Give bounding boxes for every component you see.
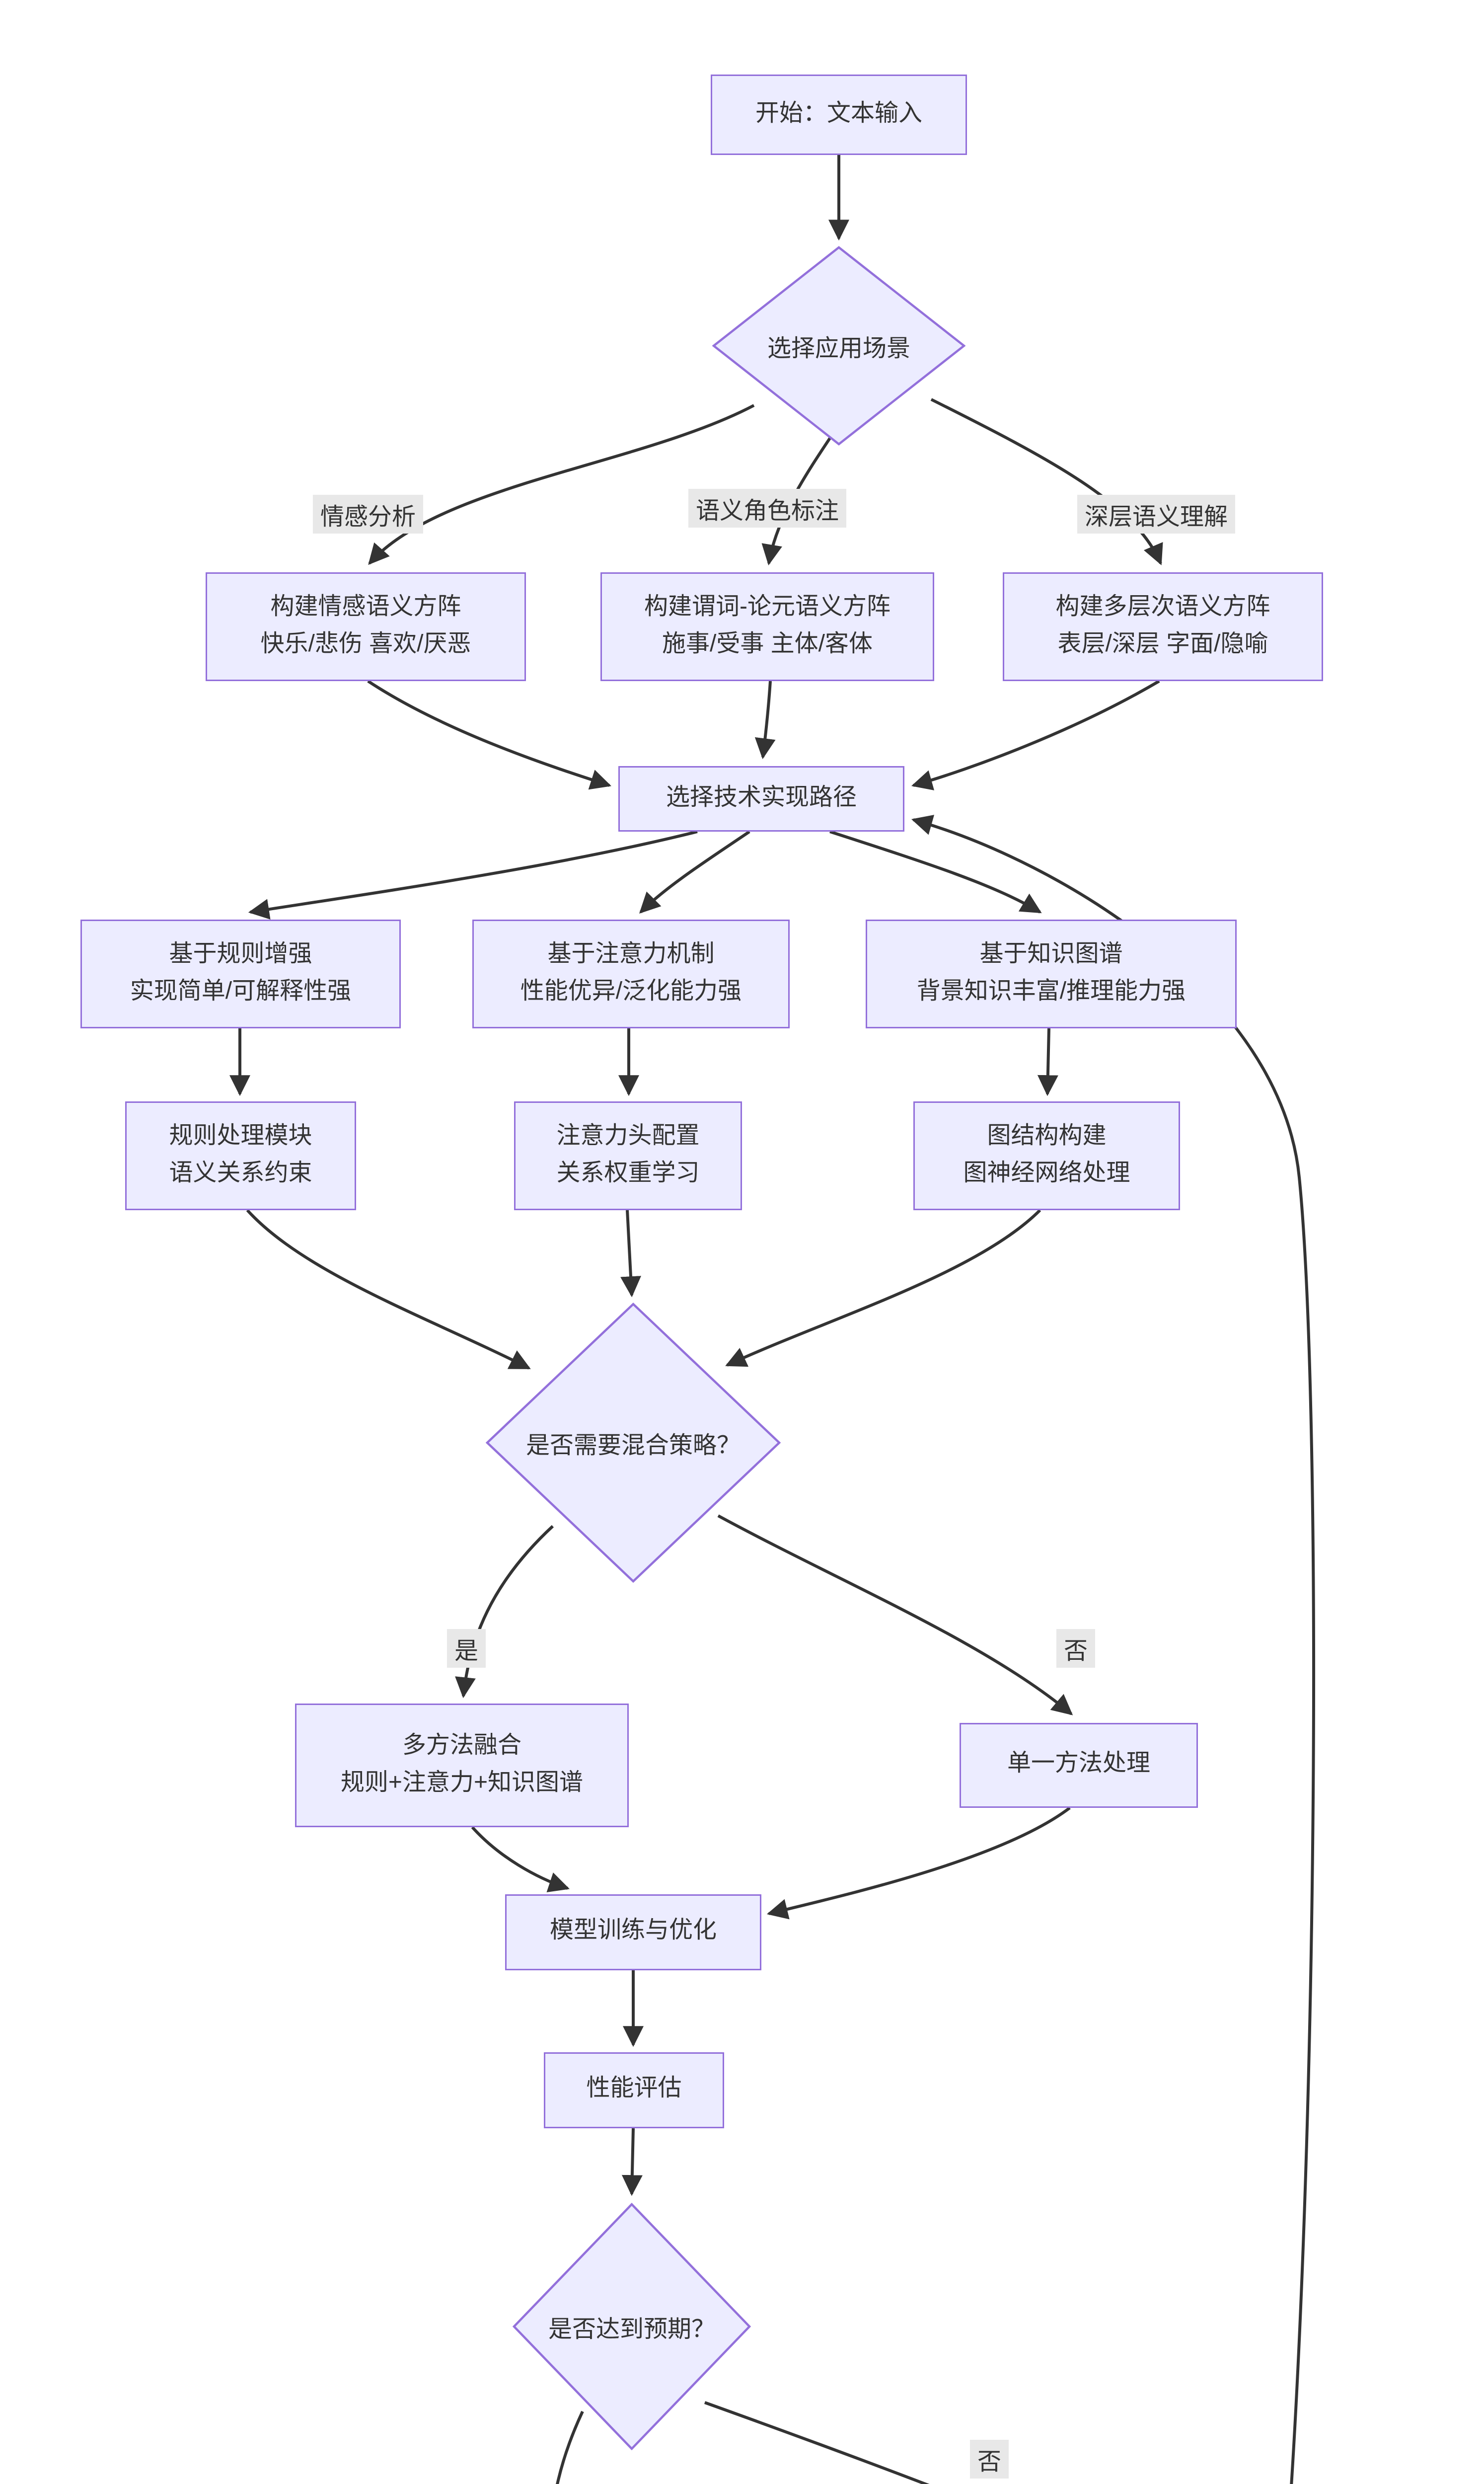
node-rule-module-line1: 规则处理模块: [169, 1123, 312, 1149]
node-choose-path-label: 选择技术实现路径: [666, 784, 857, 810]
node-eval: 性能评估: [544, 2052, 724, 2128]
node-kg-based-line1: 基于知识图谱: [979, 941, 1123, 967]
node-rule-module-line2: 语义关系约束: [169, 1160, 312, 1186]
node-start-label: 开始：文本输入: [755, 100, 922, 126]
node-attention-config-line1: 注意力头配置: [556, 1123, 700, 1149]
diamond-shape: [712, 246, 965, 446]
node-choose-scene-decision: 选择应用场景: [712, 246, 965, 446]
node-emotion-matrix-line1: 构建情感语义方阵: [270, 594, 461, 620]
node-deep-matrix-line1: 构建多层次语义方阵: [1055, 594, 1270, 620]
node-eval-label: 性能评估: [586, 2076, 682, 2102]
node-graph-build-line2: 图神经网络处理: [963, 1160, 1130, 1186]
node-expect-decision: 是否达到预期？: [513, 2203, 751, 2450]
node-rule-module: 规则处理模块 语义关系约束: [125, 1101, 356, 1210]
node-emotion-matrix-line2: 快乐/悲伤 喜欢/厌恶: [260, 631, 471, 657]
diamond-shape: [513, 2203, 751, 2450]
node-fusion-line2: 规则+注意力+知识图谱: [340, 1770, 584, 1795]
node-hybrid-decision-label: 是否需要混合策略？: [525, 1434, 741, 1459]
node-kg-based: 基于知识图谱 背景知识丰富/推理能力强: [866, 920, 1237, 1028]
node-choose-path: 选择技术实现路径: [618, 766, 904, 832]
node-fusion-line1: 多方法融合: [402, 1733, 521, 1759]
node-fusion: 多方法融合 规则+注意力+知识图谱: [295, 1704, 629, 1827]
edge-label-expect-no: 否: [969, 2440, 1009, 2479]
node-srl-matrix-line2: 施事/受事 主体/客体: [662, 631, 873, 657]
node-rule-based-line2: 实现简单/可解释性强: [130, 978, 352, 1004]
node-deep-matrix: 构建多层次语义方阵 表层/深层 字面/隐喻: [1003, 572, 1323, 681]
node-hybrid-decision: 是否需要混合策略？: [486, 1303, 781, 1583]
diamond-shape: [486, 1303, 781, 1583]
node-expect-decision-label: 是否达到预期？: [548, 2318, 715, 2343]
node-srl-matrix-line1: 构建谓词-论元语义方阵: [644, 594, 891, 620]
node-graph-build-line1: 图结构构建: [987, 1123, 1107, 1149]
node-graph-build: 图结构构建 图神经网络处理: [913, 1101, 1180, 1210]
node-single-method-label: 单一方法处理: [1007, 1751, 1150, 1777]
node-train: 模型训练与优化: [505, 1894, 761, 1970]
node-attention-based-line1: 基于注意力机制: [547, 941, 715, 967]
node-kg-based-line2: 背景知识丰富/推理能力强: [916, 978, 1186, 1004]
node-attention-config: 注意力头配置 关系权重学习: [514, 1101, 742, 1210]
node-deep-matrix-line2: 表层/深层 字面/隐喻: [1057, 631, 1268, 657]
edge-label-hybrid-no: 否: [1056, 1629, 1096, 1668]
node-attention-based-line2: 性能优异/泛化能力强: [520, 978, 742, 1004]
node-single-method: 单一方法处理: [960, 1723, 1198, 1808]
node-train-label: 模型训练与优化: [549, 1918, 717, 1944]
node-start: 开始：文本输入: [711, 75, 967, 155]
edge-label-srl: 语义角色标注: [688, 489, 847, 528]
edge-label-hybrid-yes: 是: [446, 1629, 486, 1668]
node-rule-based: 基于规则增强 实现简单/可解释性强: [80, 920, 401, 1028]
node-rule-based-line1: 基于规则增强: [169, 941, 312, 967]
edge-label-deep: 深层语义理解: [1077, 495, 1236, 534]
edge-label-emotion: 情感分析: [312, 495, 424, 534]
node-srl-matrix: 构建谓词-论元语义方阵 施事/受事 主体/客体: [600, 572, 934, 681]
node-choose-scene-label: 选择应用场景: [767, 337, 910, 362]
node-attention-based: 基于注意力机制 性能优异/泛化能力强: [472, 920, 790, 1028]
node-attention-config-line2: 关系权重学习: [556, 1160, 700, 1186]
node-emotion-matrix: 构建情感语义方阵 快乐/悲伤 喜欢/厌恶: [206, 572, 526, 681]
